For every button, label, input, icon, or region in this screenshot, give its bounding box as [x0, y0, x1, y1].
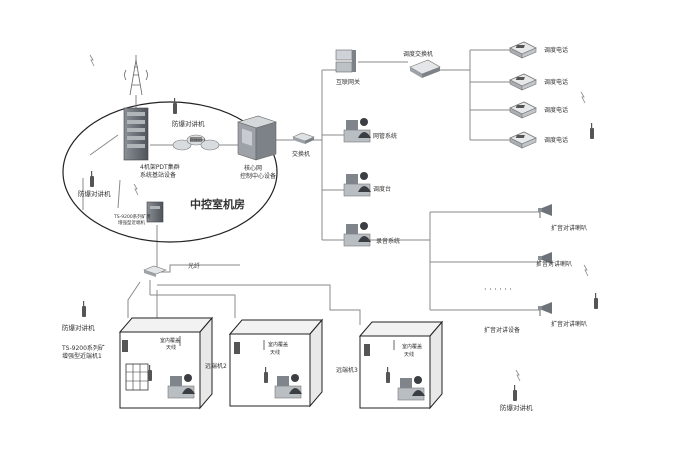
indoor-antenna-label-2: 天线 — [166, 344, 176, 351]
pdt-base-station-icon — [123, 107, 149, 161]
repeater-near-label: TS-9200系列矿用 — [113, 213, 151, 220]
dispatch-phone-icon — [509, 41, 537, 59]
antenna-tower-icon — [124, 55, 148, 110]
base-station-label-2: 系统基站设备 — [140, 171, 176, 179]
fiber-label: 光纤 — [188, 262, 200, 270]
walkie-talkie-icon — [594, 293, 598, 309]
dispatch-console-operator-icon — [343, 171, 372, 197]
repeater-near-label-2: 增强型近端机 — [118, 219, 145, 226]
walkie-talkie-icon — [82, 301, 86, 317]
remote-2-label: 远端机2 — [205, 362, 227, 370]
dispatch-phone-icon — [509, 101, 537, 119]
gateway-icon — [335, 49, 356, 73]
building-2 — [228, 318, 324, 408]
switch-label: 交换机 — [292, 150, 310, 158]
net-mgmt-label: 网管系统 — [373, 132, 397, 140]
walkie-bottom-label: 防爆对讲机 — [500, 403, 533, 412]
connection-lines — [82, 49, 540, 325]
dispatch-phone-icon — [509, 73, 537, 91]
wireless-signal-icon — [133, 183, 139, 196]
speaker-icon — [537, 203, 553, 219]
wireless-signal-icon — [580, 91, 586, 104]
ring-network-icon — [172, 134, 220, 151]
wireless-signal-icon — [515, 369, 521, 382]
indoor-antenna-label-2: 天线 — [270, 349, 280, 356]
indoor-antenna-label: 室内覆盖 — [160, 337, 180, 344]
speaker-label: 扩音对讲喇叭 — [551, 320, 587, 328]
dispatch-phone-label: 调度电话 — [544, 136, 568, 144]
gateway-label: 互联网关 — [336, 78, 360, 86]
network-management-operator-icon — [343, 117, 372, 143]
control-room-label: 中控室机房 — [190, 197, 245, 211]
remote-3-label: 远端机3 — [336, 366, 358, 374]
fiber-splitter-icon — [143, 265, 167, 277]
dispatch-console-label: 调度台 — [373, 185, 391, 193]
network-switch-icon — [292, 132, 315, 144]
near-end-label-2: 增强型近端机1 — [62, 352, 102, 360]
dispatch-phone-label: 调度电话 — [544, 46, 568, 54]
near-end-label: TS-9200系列矿 — [61, 344, 105, 352]
core-network-label-2: 控制中心设备 — [240, 172, 276, 180]
recording-system-operator-icon — [343, 221, 372, 247]
walkie-talkie-icon — [590, 123, 594, 139]
ellipsis-dots: · · · · · · — [484, 285, 512, 294]
walkie-building-label: 防爆对讲机 — [62, 323, 95, 332]
walkie-left-label: 防爆对讲机 — [78, 189, 111, 198]
dispatch-switch-icon — [409, 59, 441, 78]
speaker-control-label: 扩音对讲设备 — [484, 326, 520, 334]
ring-link-label: Ethernet — [190, 138, 206, 142]
recording-label: 录音系统 — [376, 237, 400, 245]
walkie-talkie-icon — [173, 98, 177, 114]
dispatch-phone-icon — [509, 131, 537, 149]
indoor-antenna-label: 室内覆盖 — [268, 341, 288, 348]
wireless-signal-icon — [583, 264, 589, 277]
dispatch-phone-label: 调度电话 — [544, 106, 568, 114]
speaker-icon — [537, 301, 553, 317]
repeater-icon — [146, 201, 164, 223]
walkie-talkie-icon — [513, 385, 517, 401]
speaker-label: 扩音对讲喇叭 — [551, 224, 587, 232]
dispatch-phone-label: 调度电话 — [544, 78, 568, 86]
control-room-boundary — [62, 101, 278, 243]
speaker-label: 扩音对讲喇叭 — [536, 260, 572, 268]
core-network-label: 核心网 — [244, 164, 262, 172]
wireless-signal-icon — [89, 54, 95, 67]
building-1 — [118, 316, 214, 410]
building-3 — [358, 320, 444, 410]
indoor-antenna-label-2: 天线 — [404, 351, 414, 358]
indoor-antenna-label: 室内覆盖 — [402, 343, 422, 350]
base-station-label: 4机架PDT集群 — [140, 163, 180, 171]
walkie-top-label: 防爆对讲机 — [172, 119, 205, 128]
walkie-talkie-icon — [90, 171, 94, 187]
dispatch-switch-label: 调度交换机 — [403, 50, 433, 58]
core-network-server-icon — [237, 115, 277, 161]
